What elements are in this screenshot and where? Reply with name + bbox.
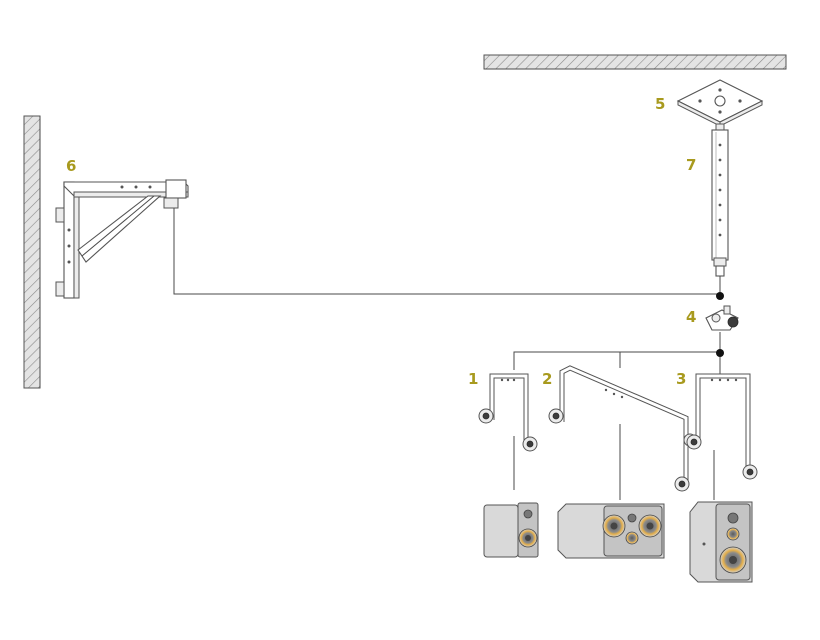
ceiling-plate [676,79,764,131]
speaker-2 [557,503,665,559]
label-6: 6 [66,157,76,175]
label-7: 7 [686,156,696,174]
junction-dot-lower [716,349,724,357]
junction-dot-upper [716,292,724,300]
speaker-1 [483,502,539,558]
yoke-bracket-2 [548,365,697,492]
label-5: 5 [655,95,665,113]
label-2: 2 [542,370,552,388]
label-4: 4 [686,308,696,326]
connector-lines [173,208,721,500]
label-1: 1 [468,370,478,388]
yoke-bracket-1 [478,373,538,452]
speaker-3 [689,501,753,583]
wall-bracket [55,179,189,299]
adapter-joint [705,305,739,331]
wall-hatch [23,115,41,389]
ceiling-hatch [483,54,787,70]
yoke-bracket-3 [686,373,758,480]
extension-pole [711,129,729,277]
label-3: 3 [676,370,686,388]
